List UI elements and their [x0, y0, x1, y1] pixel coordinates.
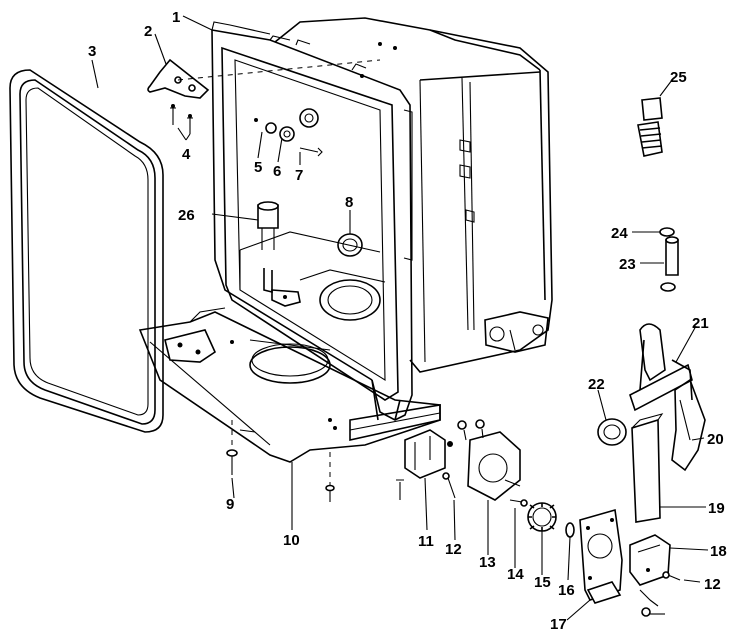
callout-2: 2 [144, 23, 152, 40]
callout-7: 7 [295, 167, 303, 184]
callout-8: 8 [345, 194, 353, 211]
callout-20: 20 [707, 431, 724, 448]
callout-12-left: 12 [445, 541, 462, 558]
hinge-bracket [147, 58, 381, 134]
callout-17: 17 [550, 616, 567, 633]
dishwasher-tub [211, 17, 553, 421]
callout-14: 14 [507, 566, 524, 583]
callout-5: 5 [254, 159, 262, 176]
callout-3: 3 [88, 43, 96, 60]
callout-4: 4 [182, 146, 191, 163]
door-gasket [9, 69, 164, 433]
latch-assembly [396, 419, 623, 604]
callout-18: 18 [710, 543, 727, 560]
callout-21: 21 [692, 315, 709, 332]
callout-15: 15 [534, 574, 551, 591]
callout-26: 26 [178, 207, 195, 224]
leader-lines [91, 15, 709, 621]
callout-25: 25 [670, 69, 687, 86]
callout-23: 23 [619, 256, 636, 273]
callout-16: 16 [558, 582, 575, 599]
callout-22: 22 [588, 376, 605, 393]
callout-labels: 1 2 3 4 5 6 7 8 9 10 11 12 12 13 14 15 1… [88, 9, 727, 633]
callout-24: 24 [611, 225, 628, 242]
right-parts [597, 97, 706, 617]
callout-10: 10 [283, 532, 300, 549]
callout-11: 11 [418, 533, 434, 550]
callout-13: 13 [479, 554, 496, 571]
callout-6: 6 [273, 163, 281, 180]
callout-9: 9 [226, 496, 234, 513]
bottom-panel [138, 307, 441, 502]
callout-19: 19 [708, 500, 725, 517]
callout-12-right: 12 [704, 576, 721, 593]
callout-1: 1 [172, 9, 180, 26]
